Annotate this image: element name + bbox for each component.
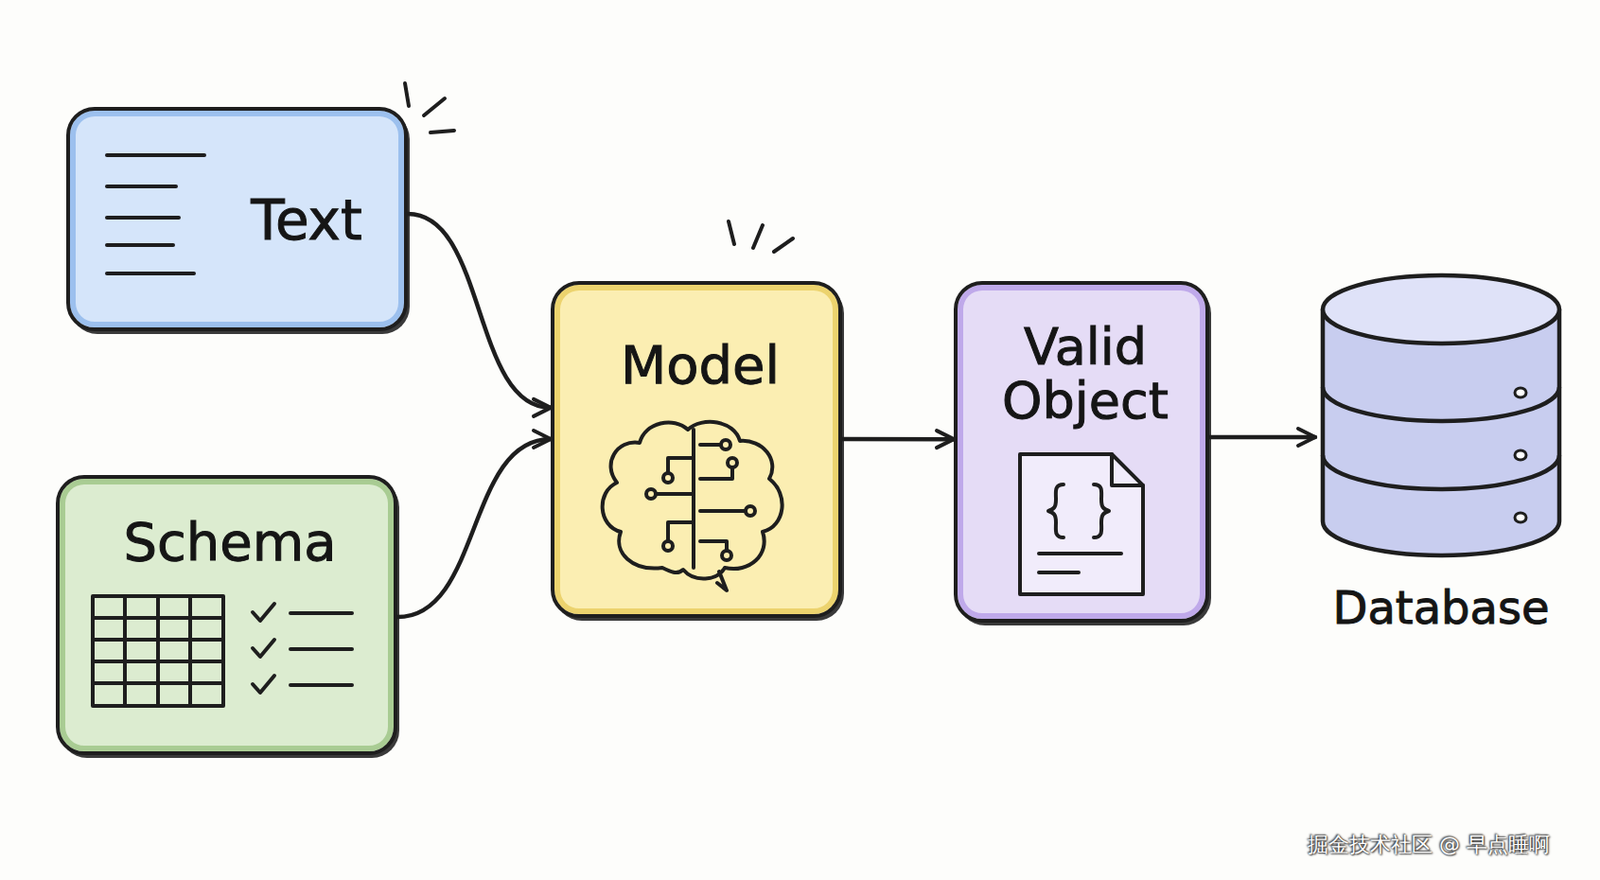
- flow-arrow: [842, 437, 954, 442]
- text-area: Valid Object: [965, 310, 1206, 439]
- spark-line: [423, 98, 445, 116]
- flow-arrow: [407, 213, 551, 408]
- check-mark: [252, 675, 275, 693]
- circuit-node: [745, 506, 756, 516]
- flow-arrow: [1209, 435, 1316, 440]
- circuit-trace: [656, 492, 694, 496]
- brace-symbol: [1093, 484, 1109, 538]
- circuit-trace: [668, 457, 694, 474]
- circuit-trace: [700, 541, 727, 551]
- circuit-node: [721, 550, 732, 561]
- checklist-icon: [252, 603, 352, 693]
- node-title: Valid Object: [965, 320, 1206, 428]
- node-title: Schema: [123, 514, 336, 571]
- input-box: Schema: [55, 474, 398, 756]
- icon-line: [106, 153, 205, 158]
- circuit-trace: [668, 522, 694, 542]
- check-line: [290, 611, 352, 616]
- brace-symbol: [1048, 484, 1064, 538]
- input-box: Text: [66, 106, 408, 332]
- json-document-icon: [1019, 454, 1143, 595]
- node-title: Text: [250, 192, 362, 250]
- drive-light: [1514, 512, 1527, 523]
- circuit-node: [727, 457, 738, 468]
- circuit-node: [663, 473, 673, 483]
- icon-line: [106, 243, 174, 247]
- circuit-trace: [691, 429, 696, 568]
- database-cylinder: Database: [1315, 269, 1567, 644]
- icon-line: [106, 271, 194, 276]
- circuit-trace: [700, 509, 746, 513]
- spark-line: [773, 238, 793, 252]
- brain-stem: [717, 571, 727, 591]
- circuit-node: [720, 439, 731, 450]
- watermark: 掘金技术社区 @ 早点睡啊: [1307, 830, 1550, 860]
- text-area: Text: [211, 168, 402, 273]
- document-line: [1038, 551, 1122, 556]
- drive-light: [1514, 450, 1527, 460]
- cylinder-band: [1322, 386, 1560, 422]
- text-area: Schema: [78, 504, 382, 581]
- table-rows: [92, 617, 224, 684]
- icon-line: [106, 215, 179, 220]
- spark-line: [728, 221, 735, 245]
- brain-outline: [602, 421, 783, 580]
- node-title: Model: [620, 337, 780, 394]
- drive-light: [1514, 387, 1527, 398]
- document-page: [1019, 454, 1143, 595]
- brain-icon: [602, 421, 783, 591]
- text-area: Database: [1315, 577, 1567, 639]
- spark-line: [430, 130, 455, 133]
- text-area: Model: [554, 327, 846, 404]
- process-box: Model: [550, 281, 843, 618]
- flow-arrow: [397, 439, 551, 617]
- circuit-trace: [700, 442, 721, 447]
- document-fold: [1111, 454, 1143, 486]
- check-mark: [252, 639, 275, 657]
- node-title: Database: [1332, 583, 1549, 632]
- spark-line: [753, 225, 763, 248]
- circuit-trace: [700, 467, 733, 479]
- output-box: Valid Object: [953, 281, 1210, 623]
- icon-line: [106, 184, 176, 189]
- check-mark: [252, 603, 275, 621]
- circuit-node: [646, 489, 656, 499]
- text-lines-icon: [106, 155, 205, 274]
- document-line: [1038, 570, 1079, 575]
- cylinder-top: [1322, 275, 1560, 344]
- table-frame: [92, 596, 224, 706]
- spark-line: [404, 83, 409, 106]
- table-columns: [124, 596, 191, 706]
- table-icon: [92, 596, 224, 706]
- spark-marks: [404, 83, 793, 252]
- circuit-node: [663, 541, 673, 551]
- cylinder-body: [1322, 309, 1560, 556]
- check-line: [290, 647, 352, 651]
- check-line: [290, 683, 352, 687]
